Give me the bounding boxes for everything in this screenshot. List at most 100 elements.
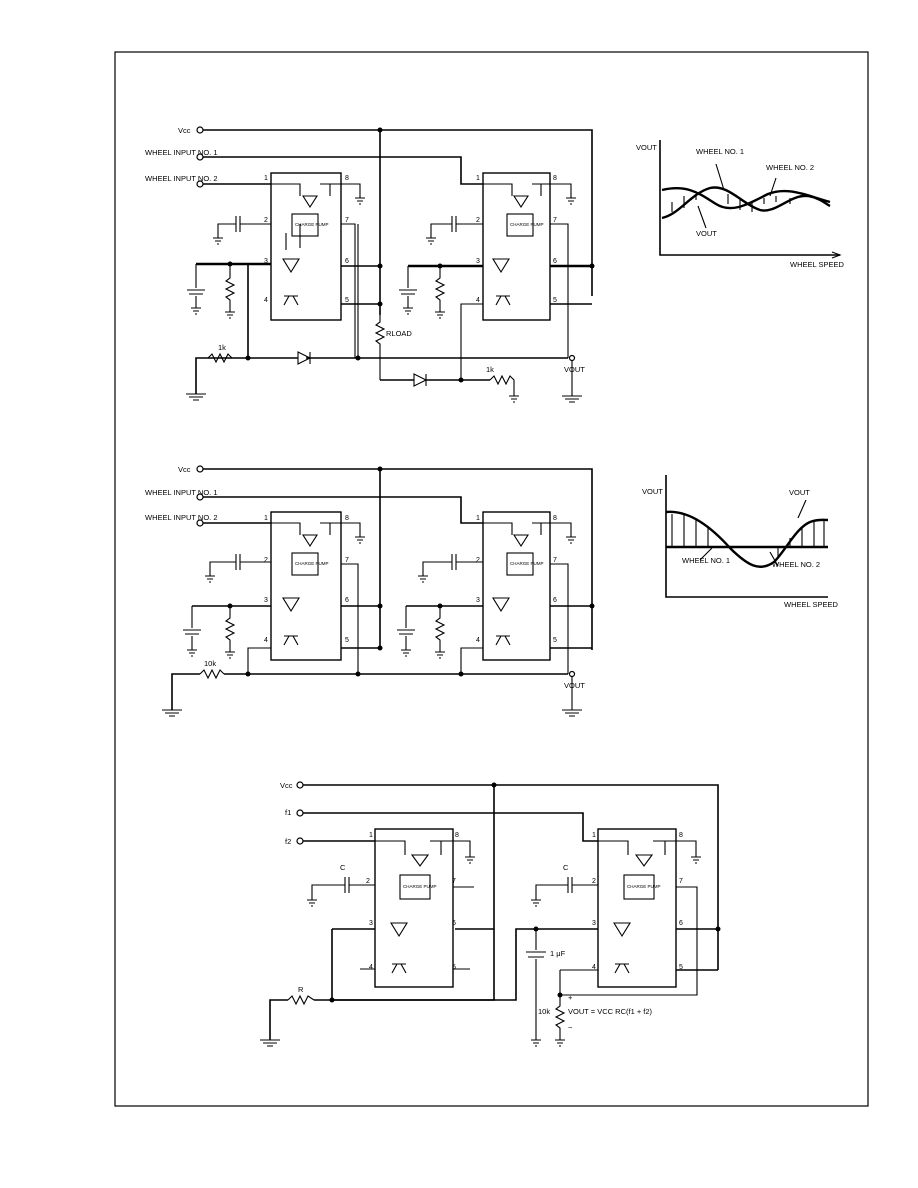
svg-text:3: 3: [476, 258, 480, 265]
svg-text:5: 5: [345, 297, 349, 304]
svg-text:8: 8: [455, 832, 459, 839]
vcc-terminal-2: Vcc: [178, 465, 204, 474]
svg-text:2: 2: [366, 878, 370, 885]
circuit-2-min-speed-selector: Vcc WHEEL INPUT NO. 1 WHEEL INPUT NO. 2 …: [145, 465, 595, 717]
svg-text:8: 8: [553, 175, 557, 182]
svg-text:7: 7: [345, 557, 349, 564]
svg-text:2: 2: [476, 217, 480, 224]
svg-text:VOUT: VOUT: [789, 488, 810, 497]
svg-text:1: 1: [476, 175, 480, 182]
wheel-input-2-terminal-2: WHEEL INPUT NO. 2: [145, 513, 218, 527]
svg-text:WHEEL INPUT NO. 2: WHEEL INPUT NO. 2: [145, 513, 218, 522]
svg-text:6: 6: [452, 920, 456, 927]
svg-text:RLOAD: RLOAD: [386, 329, 412, 338]
svg-text:WHEEL SPEED: WHEEL SPEED: [790, 260, 844, 269]
svg-text:WHEEL NO. 1: WHEEL NO. 1: [696, 147, 744, 156]
svg-text:1: 1: [592, 832, 596, 839]
page-frame: [114, 51, 869, 1107]
svg-text:2: 2: [592, 878, 596, 885]
svg-text:1: 1: [264, 515, 268, 522]
svg-text:4: 4: [264, 637, 268, 644]
svg-text:Vcc: Vcc: [280, 781, 293, 790]
svg-text:7: 7: [345, 217, 349, 224]
svg-text:VOUT: VOUT: [564, 681, 585, 690]
svg-text:4: 4: [476, 297, 480, 304]
graph-1-max-selector: VOUT WHEEL SPEED WHEEL NO. 1 WHEEL NO. 2…: [636, 140, 844, 269]
svg-text:5: 5: [553, 637, 557, 644]
vcc-terminal-3: Vcc: [280, 781, 304, 790]
svg-text:8: 8: [553, 515, 557, 522]
svg-text:6: 6: [345, 597, 349, 604]
svg-text:6: 6: [679, 920, 683, 927]
f1-terminal: f1: [285, 808, 304, 817]
svg-text:7: 7: [679, 878, 683, 885]
svg-text:7: 7: [553, 557, 557, 564]
wheel-input-1-terminal: WHEEL INPUT NO. 1: [145, 148, 218, 161]
svg-text:1 μF: 1 μF: [550, 949, 566, 958]
svg-text:7: 7: [553, 217, 557, 224]
svg-text:8: 8: [679, 832, 683, 839]
circuit-1-max-speed-selector: Vcc WHEEL INPUT NO. 1 WHEEL INPUT NO. 2 …: [145, 126, 595, 403]
svg-text:5: 5: [345, 637, 349, 644]
svg-text:C: C: [340, 863, 346, 872]
svg-text:WHEEL INPUT NO. 1: WHEEL INPUT NO. 1: [145, 148, 218, 157]
svg-text:10k: 10k: [538, 1007, 550, 1016]
svg-text:3: 3: [369, 920, 373, 927]
svg-text:CHARGE PUMP: CHARGE PUMP: [295, 561, 329, 566]
svg-text:3: 3: [264, 258, 268, 265]
svg-text:1: 1: [264, 175, 268, 182]
chip-a: CHARGE PUMP 1 8 2 7 3 6 4 5: [264, 172, 365, 358]
svg-text:CHARGE PUMP: CHARGE PUMP: [510, 561, 544, 566]
svg-text:WHEEL NO. 1: WHEEL NO. 1: [682, 556, 730, 565]
chip-b: CHARGE PUMP 1 8 2 7 3 6 4 5: [460, 172, 576, 380]
svg-text:6: 6: [553, 258, 557, 265]
svg-text:3: 3: [264, 597, 268, 604]
svg-text:Vcc: Vcc: [178, 465, 191, 474]
svg-text:WHEEL NO. 2: WHEEL NO. 2: [772, 560, 820, 569]
svg-text:8: 8: [345, 175, 349, 182]
svg-text:WHEEL INPUT NO. 2: WHEEL INPUT NO. 2: [145, 174, 218, 183]
svg-text:4: 4: [476, 637, 480, 644]
svg-text:5: 5: [553, 297, 557, 304]
svg-text:4: 4: [369, 964, 373, 971]
svg-text:CHARGE PUMP: CHARGE PUMP: [510, 222, 544, 227]
svg-text:3: 3: [592, 920, 596, 927]
chip-e: CHARGE PUMP 1 8 2 7 3 6 4 5: [360, 828, 475, 988]
svg-text:4: 4: [592, 964, 596, 971]
svg-text:1k: 1k: [486, 365, 494, 374]
svg-text:10k: 10k: [204, 659, 216, 668]
svg-text:f1: f1: [285, 808, 291, 817]
svg-text:WHEEL INPUT NO. 1: WHEEL INPUT NO. 1: [145, 488, 218, 497]
svg-text:VOUT: VOUT: [642, 487, 663, 496]
svg-text:7: 7: [452, 878, 456, 885]
svg-text:5: 5: [679, 964, 683, 971]
svg-text:VOUT: VOUT: [564, 365, 585, 374]
graph-2-min-selector: VOUT WHEEL SPEED VOUT WHEEL NO. 1 WHEEL …: [642, 475, 838, 609]
svg-text:5: 5: [452, 964, 456, 971]
vcc-terminal-1: Vcc: [178, 126, 204, 135]
svg-text:1k: 1k: [218, 343, 226, 352]
svg-text:CHARGE PUMP: CHARGE PUMP: [403, 884, 437, 889]
svg-text:1: 1: [369, 832, 373, 839]
svg-text:1: 1: [476, 515, 480, 522]
svg-text:6: 6: [345, 258, 349, 265]
svg-text:VOUT: VOUT: [636, 143, 657, 152]
svg-text:4: 4: [264, 297, 268, 304]
svg-text:WHEEL NO. 2: WHEEL NO. 2: [766, 163, 814, 172]
svg-text:2: 2: [264, 217, 268, 224]
svg-text:Vcc: Vcc: [178, 126, 191, 135]
svg-text:C: C: [563, 863, 569, 872]
svg-text:+: +: [568, 993, 573, 1002]
svg-text:3: 3: [476, 597, 480, 604]
svg-text:CHARGE PUMP: CHARGE PUMP: [295, 222, 329, 227]
svg-text:f2: f2: [285, 837, 291, 846]
svg-text:8: 8: [345, 515, 349, 522]
svg-text:6: 6: [553, 597, 557, 604]
svg-text:WHEEL SPEED: WHEEL SPEED: [784, 600, 838, 609]
svg-text:2: 2: [264, 557, 268, 564]
svg-text:VOUT: VOUT: [696, 229, 717, 238]
svg-text:R: R: [298, 985, 304, 994]
